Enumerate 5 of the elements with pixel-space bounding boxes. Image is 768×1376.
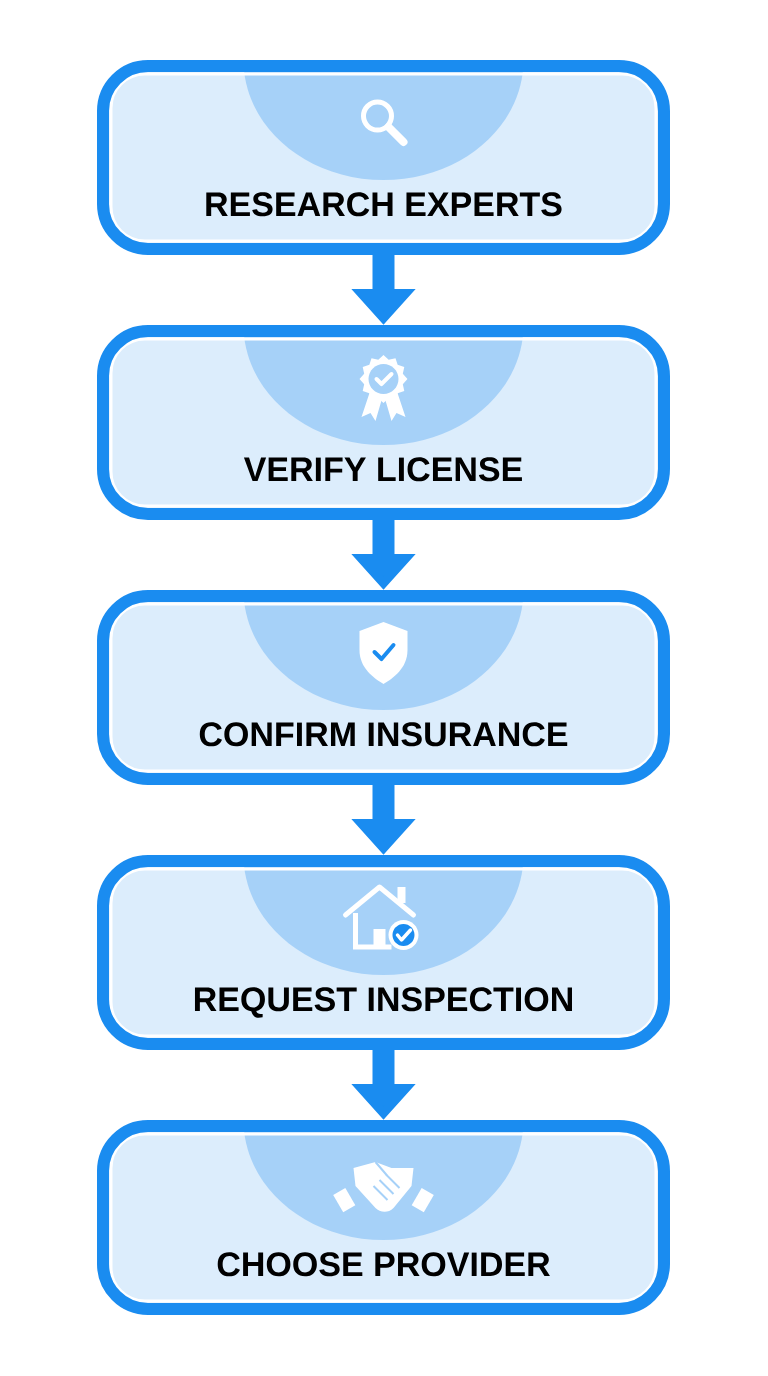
process-box: CHOOSE PROVIDER [97,1120,670,1315]
process-box: CONFIRM INSURANCE [97,590,670,785]
process-box: REQUEST INSPECTION [97,855,670,1050]
process-box: VERIFY LICENSE [97,325,670,520]
process-box: RESEARCH EXPERTS [97,60,670,255]
